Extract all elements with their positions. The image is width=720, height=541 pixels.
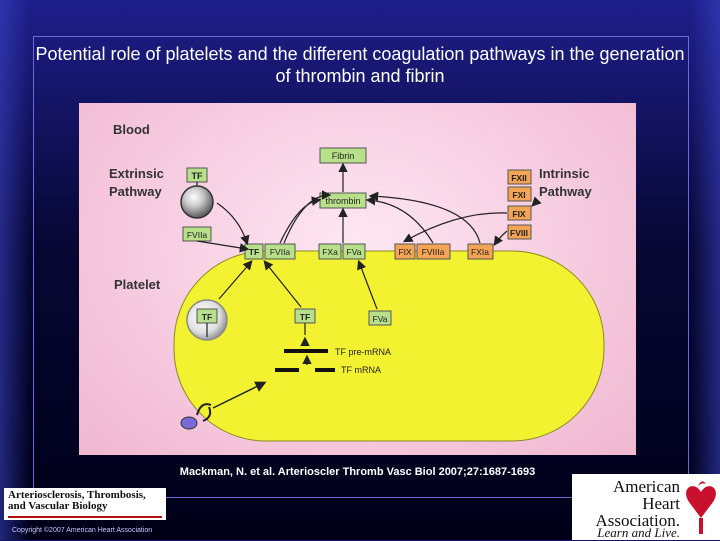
tf-pre-mrna-label: TF pre-mRNA — [335, 347, 391, 357]
fix-intrinsic-label: FIX — [512, 209, 526, 219]
extrinsic-label-line2: Pathway — [109, 184, 163, 199]
fviiia-label: FVIIIa — [422, 247, 445, 257]
fva-box — [342, 243, 366, 260]
receptor-signal-arrow — [212, 381, 267, 409]
journal-logo: Arteriosclerosis, Thrombosis, and Vascul… — [4, 488, 166, 520]
fix-label: FIX — [398, 247, 412, 257]
fibrin-box-label: Fibrin — [332, 151, 355, 161]
tenase-to-thrombin-arrow — [365, 195, 434, 244]
intrinsic-pathway-arrow — [531, 196, 542, 207]
slide-frame — [33, 36, 689, 498]
fviia-to-thrombin-arrow — [279, 196, 322, 244]
monocyte-cell — [180, 185, 214, 219]
heart-torch-icon — [686, 481, 716, 534]
thrombin-box-label: thrombin — [325, 196, 360, 206]
receptor-ligand — [180, 416, 198, 430]
extrinsic-tf-label: TF — [192, 171, 203, 181]
aha-tagline: Learn and Live. — [597, 525, 680, 540]
tf-complex-to-fxa-arrow — [283, 190, 332, 244]
extrinsic-fviia-label: FVIIa — [187, 230, 208, 240]
intrinsic-label-line1: Intrinsic — [539, 166, 590, 181]
fva-label: FVa — [347, 247, 362, 257]
fxia-label: FXIa — [471, 247, 489, 257]
fxia-box — [467, 243, 494, 260]
intrinsic-to-fix-arrow — [402, 212, 508, 243]
tf-mrna-label: TF mRNA — [341, 365, 381, 375]
fviii-label: FVIII — [510, 228, 528, 238]
coagulation-diagram: Blood Extrinsic Pathway Intrinsic Pathwa… — [79, 103, 636, 455]
platelet-tf-label: TF — [300, 312, 310, 322]
platelet-body — [173, 250, 605, 442]
slide-title: Potential role of platelets and the diff… — [35, 44, 685, 86]
tf-pre-mrna-bar — [284, 349, 328, 353]
fxia-to-thrombin-arrow — [368, 191, 481, 244]
fxa-label: FXa — [322, 247, 338, 257]
diagram-svg: Blood Extrinsic Pathway Intrinsic Pathwa… — [109, 122, 605, 442]
fxa-box — [318, 243, 342, 260]
platelet-fva-label: FVa — [373, 314, 388, 324]
extrinsic-to-tf-arrow — [216, 202, 250, 246]
platelet-fva-box — [368, 310, 392, 326]
intrinsic-to-fxia-arrow — [493, 230, 508, 246]
fxii-label: FXII — [511, 173, 527, 183]
journal-logo-rule — [8, 516, 162, 518]
aha-logo-text: American Heart Association. — [576, 478, 680, 529]
fxii-box — [507, 169, 532, 185]
journal-logo-line2: and Vascular Biology — [8, 499, 108, 512]
aha-logo-line1: American Heart — [612, 477, 680, 513]
intrinsic-label-line2: Pathway — [539, 184, 593, 199]
tf-mrna-bar-right — [315, 368, 335, 372]
fxi-box — [507, 186, 532, 202]
platelet-tf-to-membrane-arrow — [263, 260, 302, 308]
blood-label: Blood — [113, 122, 150, 137]
aha-logo-line2: Association. — [595, 511, 680, 530]
receptor — [196, 403, 212, 422]
aha-logo: American Heart Association. Learn and Li… — [572, 474, 720, 540]
fix-box — [394, 243, 416, 260]
extrinsic-label-line1: Extrinsic — [109, 166, 164, 181]
fviia-input-arrow — [196, 240, 250, 253]
platelet-fva-to-membrane-arrow — [357, 259, 378, 310]
fviiia-box — [416, 243, 451, 260]
granule-to-membrane-arrow — [218, 260, 253, 300]
fviia-complex-label: FVIIa — [270, 247, 291, 257]
tf-complex-label: TF — [249, 247, 259, 257]
citation: Mackman, N. et al. Arterioscler Thromb V… — [179, 466, 536, 478]
granule-tf-label: TF — [202, 312, 212, 322]
tf-mrna-bar-left — [275, 368, 299, 372]
fxi-label: FXI — [512, 190, 525, 200]
fix-intrinsic-box — [507, 205, 532, 221]
platelet-label: Platelet — [114, 277, 161, 292]
journal-logo-line1: Arteriosclerosis, Thrombosis, — [8, 489, 146, 501]
copyright-text: Copyright ©2007 American Heart Associati… — [12, 527, 153, 534]
fviii-box — [507, 224, 532, 240]
fviia-complex-box — [264, 243, 296, 260]
